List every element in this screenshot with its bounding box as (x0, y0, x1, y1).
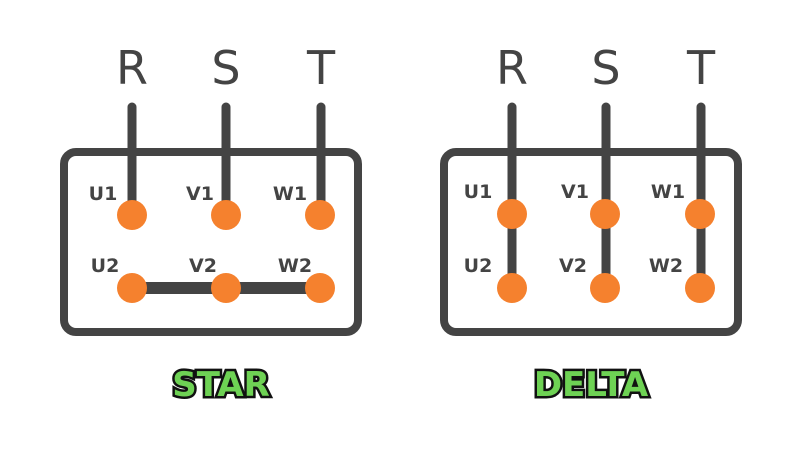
delta-label-u1: U1 (464, 181, 493, 203)
delta-phase-s: S (591, 41, 620, 95)
delta-label-v2: V2 (559, 255, 587, 277)
delta-terminal-u1 (497, 199, 527, 229)
star-label-u2: U2 (91, 255, 120, 277)
star-terminal-w1 (305, 200, 335, 230)
delta-label-v1: V1 (561, 181, 589, 203)
delta-terminal-v1 (590, 199, 620, 229)
delta-label-w2: W2 (649, 255, 683, 277)
delta-terminal-box (440, 148, 742, 336)
star-terminal-v2 (211, 273, 241, 303)
star-terminal-v1 (211, 200, 241, 230)
star-terminal-box (60, 148, 362, 336)
star-phase-s: S (211, 41, 240, 95)
delta-label-u2: U2 (464, 255, 493, 277)
star-label-w1: W1 (273, 183, 307, 205)
star-phase-r: R (116, 41, 148, 95)
star-label-w2: W2 (278, 255, 312, 277)
delta-terminal-w1 (685, 199, 715, 229)
star-diagram: R S T U1 V1 W1 U2 V2 W2 STAR (60, 41, 362, 408)
delta-phase-r: R (496, 41, 528, 95)
star-label-v2: V2 (189, 255, 217, 277)
delta-diagram: R S T U1 V1 W1 U2 V2 W2 DELTA (440, 41, 742, 408)
delta-phase-t: T (686, 41, 716, 95)
star-terminal-u2 (117, 273, 147, 303)
star-label-u1: U1 (89, 183, 118, 205)
star-terminal-u1 (117, 200, 147, 230)
star-label-v1: V1 (186, 183, 214, 205)
delta-terminal-w2 (685, 273, 715, 303)
delta-label-w1: W1 (651, 181, 685, 203)
star-phase-t: T (306, 41, 336, 95)
delta-title: DELTA (534, 365, 649, 405)
delta-terminal-u2 (497, 273, 527, 303)
star-title: STAR (172, 365, 270, 405)
star-terminal-w2 (305, 273, 335, 303)
delta-terminal-v2 (590, 273, 620, 303)
